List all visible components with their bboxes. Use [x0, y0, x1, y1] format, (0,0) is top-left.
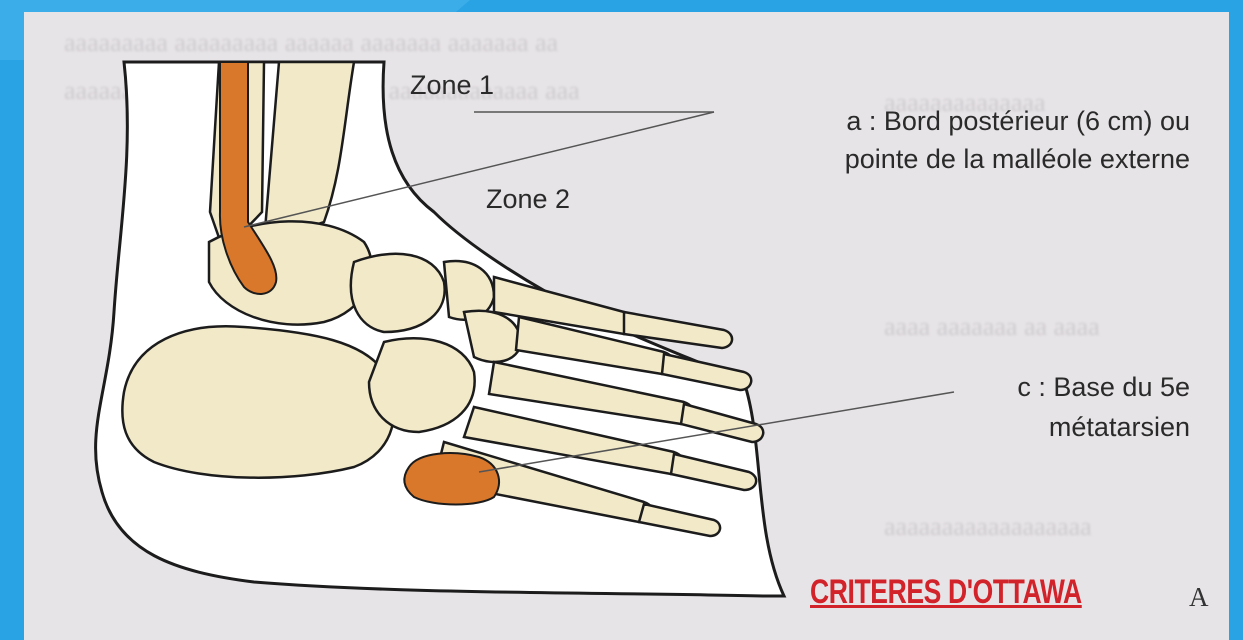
panel-letter: A: [1189, 582, 1209, 613]
figure-title: CRITERES D'OTTAWA: [810, 572, 1082, 612]
zone-1-label: Zone 1: [410, 68, 494, 102]
label-c-line-1: c : Base du 5e: [924, 370, 1190, 404]
label-a-line-2: pointe de la malléole externe: [744, 142, 1190, 176]
scanned-page: aaaaaaaaa aaaaaaaaa aaaaaa aaaaaaa aaaaa…: [24, 12, 1229, 640]
zone-2-label: Zone 2: [486, 182, 570, 216]
label-c-line-2: métatarsien: [924, 410, 1190, 444]
label-a-line-1: a : Bord postérieur (6 cm) ou: [744, 104, 1190, 138]
highlight-zone-fifth-metatarsal: [404, 453, 499, 504]
calcaneus-bone: [122, 326, 394, 477]
